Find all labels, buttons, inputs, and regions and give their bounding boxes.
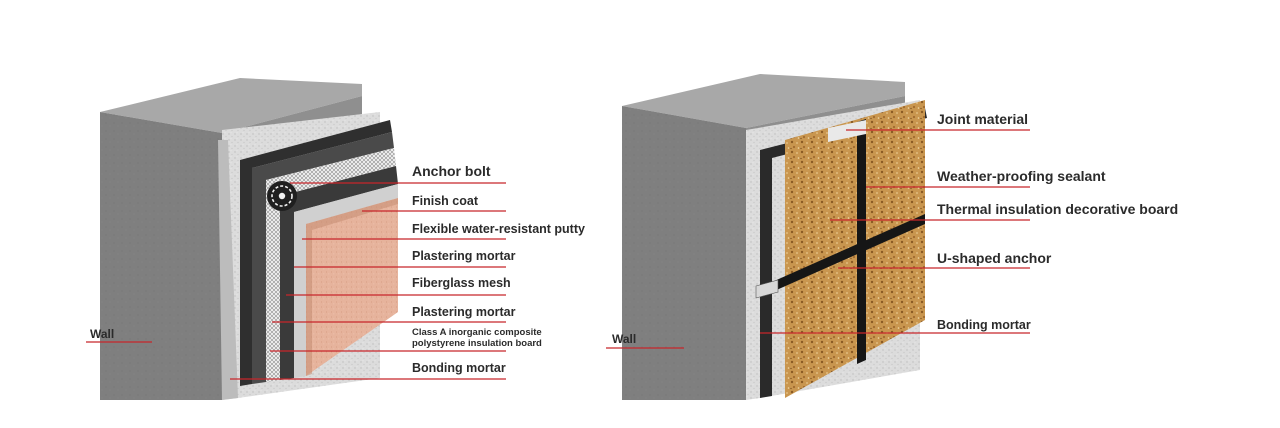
label-thermal-board: Thermal insulation decorative board xyxy=(937,201,1179,217)
plastering-mortar-2-layer xyxy=(280,166,398,380)
left-callout-lines xyxy=(86,182,506,380)
label-bonding-mortar-right: Bonding mortar xyxy=(937,318,1031,332)
label-insulation-board-line2: polystyrene insulation board xyxy=(412,338,542,349)
right-wall-front xyxy=(622,106,746,400)
label-weather-sealant: Weather-proofing sealant xyxy=(937,168,1106,184)
label-finish-coat: Finish coat xyxy=(412,194,478,208)
label-wall-right: Wall xyxy=(612,332,637,346)
label-anchor-bolt: Anchor bolt xyxy=(412,163,491,179)
label-bonding-mortar: Bonding mortar xyxy=(412,361,506,375)
putty-layer xyxy=(294,184,398,378)
right-wall-top xyxy=(622,74,905,128)
left-wall-front xyxy=(100,112,222,400)
left-wall-top xyxy=(100,78,362,133)
anchor-bolt-graphic xyxy=(267,181,297,211)
label-plastering-mortar-2: Plastering mortar xyxy=(412,305,516,319)
label-u-anchor: U-shaped anchor xyxy=(937,250,1052,266)
label-fiberglass-mesh: Fiberglass mesh xyxy=(412,276,511,290)
left-layer-stack xyxy=(240,120,398,386)
vertical-sealant xyxy=(857,119,866,364)
label-wall-left: Wall xyxy=(90,327,115,341)
horizontal-sealant xyxy=(772,214,925,292)
decorative-boards xyxy=(755,100,925,398)
finish-coat-layer xyxy=(306,198,398,376)
fiberglass-mesh-layer xyxy=(266,148,396,382)
label-putty: Flexible water-resistant putty xyxy=(412,222,585,236)
u-shaped-anchor xyxy=(755,279,779,299)
label-plastering-mortar-1: Plastering mortar xyxy=(412,249,516,263)
joint-material xyxy=(828,120,866,142)
label-joint-material: Joint material xyxy=(937,111,1029,127)
right-callout-lines xyxy=(606,129,1030,349)
left-wall-block xyxy=(100,78,362,400)
label-insulation-board-line1: Class A inorganic composite xyxy=(412,327,542,338)
